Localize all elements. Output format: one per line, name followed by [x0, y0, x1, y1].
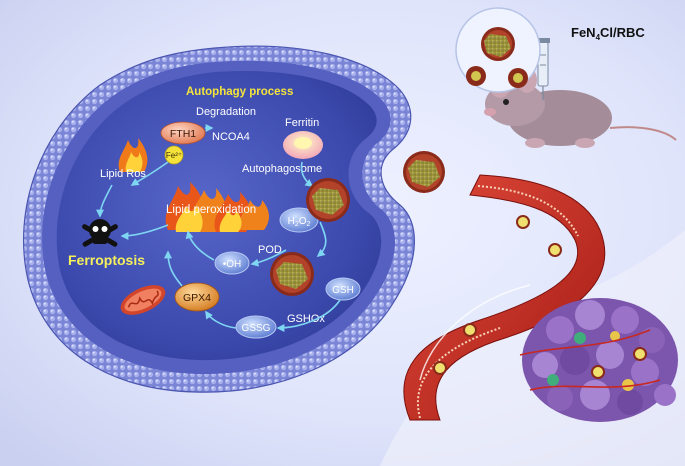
- fth1-node: FTH1: [160, 121, 206, 145]
- lipid-peroxidation-label: Lipid peroxidation: [166, 204, 256, 216]
- flame-icon: [118, 138, 148, 172]
- gpx4-label: GPX4: [183, 292, 211, 304]
- ferroptosis-label: Ferroptosis: [68, 252, 145, 268]
- product-label: FeN4Cl/RBC: [571, 25, 645, 42]
- oh-label: •OH: [223, 259, 242, 270]
- arrow-fe-lipidros: [130, 161, 169, 186]
- degradation-label: Degradation: [196, 106, 256, 118]
- ferritin-icon: [283, 131, 323, 159]
- arrow-gsh-gssg: [276, 299, 341, 332]
- gsh-label: GSH: [332, 285, 354, 296]
- blood-vessel-icon: [403, 174, 606, 421]
- arrow-ferritin-autophagosome: [300, 161, 314, 187]
- fth1-label: FTH1: [170, 128, 196, 140]
- gshox-label: GSHOx: [287, 313, 325, 325]
- autophagy-process-label: Autophagy process: [186, 86, 293, 98]
- nanoparticle-zoom-bubble: [455, 7, 541, 93]
- autophagosome-label: Autophagosome: [242, 163, 322, 175]
- gsh-node: GSH: [325, 277, 361, 301]
- skull-crossbones-icon: [82, 219, 118, 247]
- lipid-ros-label: Lipid Ros: [100, 168, 146, 180]
- gpx4-node: GPX4: [174, 282, 220, 312]
- fe2-node: Fe²⁺: [164, 145, 184, 165]
- nanoparticle-icon: [306, 178, 350, 222]
- lipid-peroxidation-flames: [165, 182, 269, 232]
- oh-node: •OH: [214, 251, 250, 275]
- arrow-gpx4-ferroptosis: [164, 250, 183, 287]
- nanoparticle-icon: [270, 252, 314, 296]
- pod-label: POD: [258, 244, 282, 256]
- h2o2-label: H2O2: [288, 216, 311, 228]
- arrow-pod-oh: [250, 249, 287, 267]
- pathway-arrows: [96, 124, 341, 332]
- gssg-label: GSSG: [242, 323, 271, 334]
- arrow-oh-peroxidation: [185, 230, 215, 261]
- arrow-h2o2-np: [316, 221, 327, 258]
- zoom-guide: [419, 284, 531, 381]
- tumor-icon: [519, 298, 678, 422]
- mitochondrion-icon: [120, 285, 166, 315]
- gssg-node: GSSG: [235, 315, 277, 339]
- arrow-peroxidation-ferroptosis: [120, 224, 169, 240]
- ncoa4-label: NCOA4: [212, 131, 250, 143]
- fe2-label: Fe²⁺: [166, 151, 182, 160]
- arrow-lipidros-ferroptosis: [96, 184, 113, 218]
- arrow-gssg-gpx4: [205, 310, 237, 329]
- nanoparticle-icon: [403, 151, 445, 193]
- ferritin-label: Ferritin: [285, 117, 319, 129]
- h2o2-node: H2O2: [279, 207, 319, 233]
- mouse-icon: [484, 67, 677, 148]
